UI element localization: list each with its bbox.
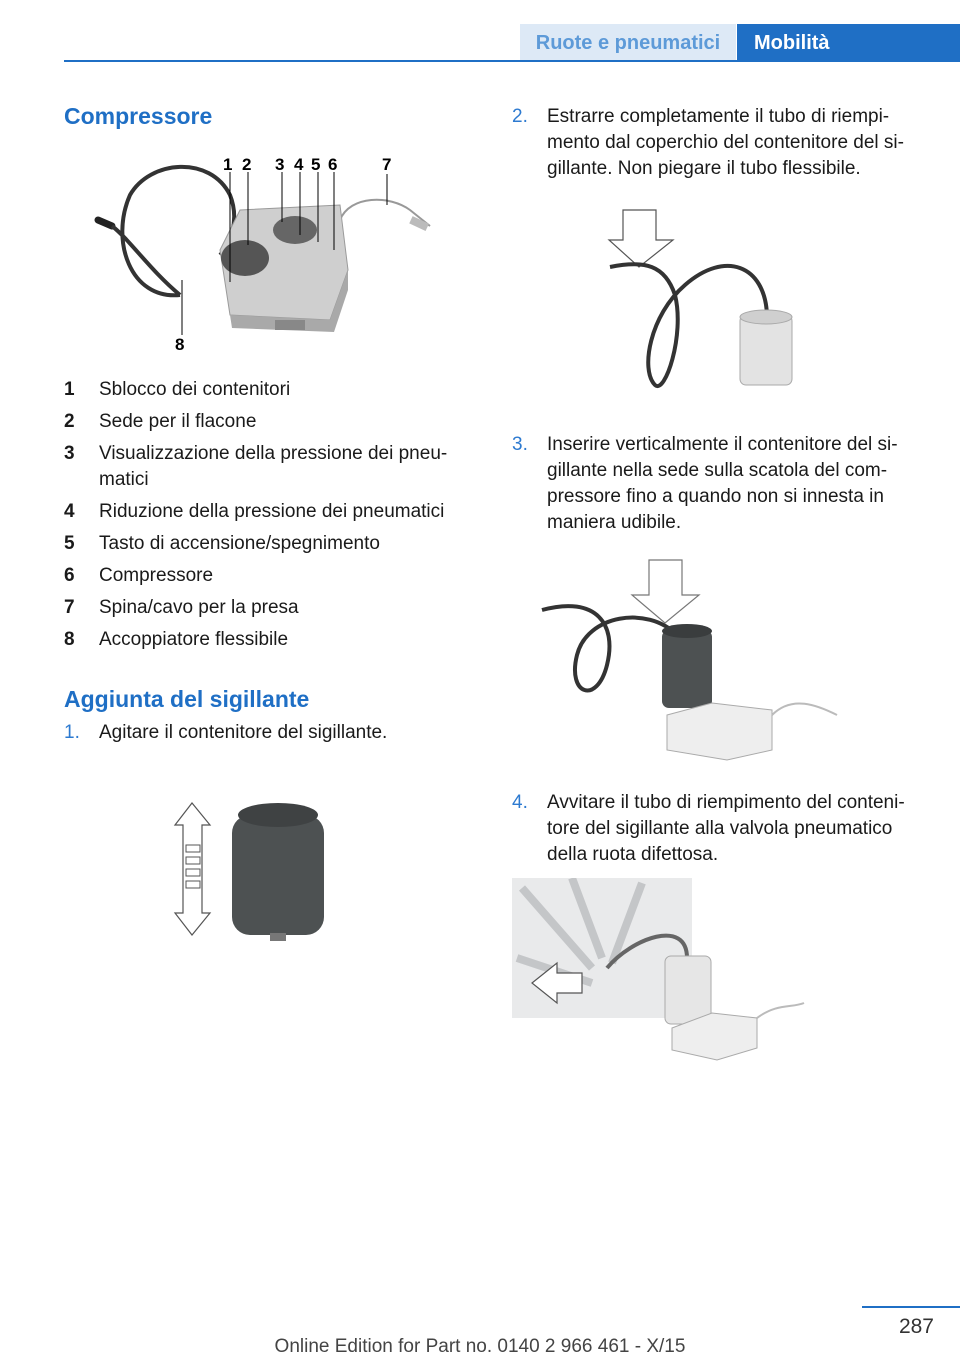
- legend-text: Accoppiatore flessibile: [99, 629, 289, 650]
- callout-7: 7: [382, 155, 391, 174]
- legend-number: 8: [64, 629, 75, 650]
- legend-number: 1: [64, 379, 75, 400]
- step-number: 1.: [64, 722, 80, 743]
- legend-text: Compressore: [99, 565, 214, 586]
- header-section-tab: Ruote e pneumatici: [520, 24, 736, 61]
- step-number: 4.: [512, 792, 528, 813]
- step-text: Inserire verticalmente il contenitore de…: [547, 434, 898, 533]
- legend-text: Visualizzazione della pressione dei pneu…: [99, 443, 448, 490]
- callout-1: 1: [223, 155, 232, 174]
- legend-number: 6: [64, 565, 75, 586]
- insert-bottle-figure: [541, 559, 838, 761]
- header-chapter-tab: Mobilità: [737, 24, 960, 61]
- callout-8: 8: [175, 335, 184, 354]
- step-text: Agitare il contenitore del sigillante.: [99, 722, 388, 743]
- legend-text: Sede per il flacone: [99, 411, 257, 432]
- shake-bottle-figure: [173, 802, 324, 941]
- extract-hose-figure: [607, 209, 793, 389]
- callout-4: 4: [294, 155, 304, 174]
- step-text: Estrarre completamente il tubo di riempi…: [547, 106, 904, 179]
- compressor-figure: 1 2 3 4 5 6 7 8: [94, 155, 431, 354]
- legend-number: 4: [64, 501, 75, 522]
- header-rule: [64, 60, 960, 62]
- legend-number: 3: [64, 443, 75, 464]
- callout-2: 2: [242, 155, 251, 174]
- page-number-rule: [862, 1306, 960, 1308]
- sealant-heading: Aggiunta del sigillante: [64, 686, 310, 712]
- callout-6: 6: [328, 155, 337, 174]
- footer-edition: Online Edition for Part no. 0140 2 966 4…: [274, 1336, 686, 1357]
- attach-valve-figure: [512, 878, 805, 1061]
- legend-text: Spina/cavo per la presa: [99, 597, 299, 618]
- compressor-heading: Compressore: [64, 103, 213, 129]
- legend-text: Sblocco dei contenitori: [99, 379, 291, 400]
- callout-3: 3: [275, 155, 284, 174]
- callout-5: 5: [311, 155, 320, 174]
- legend-text: Riduzione della pressione dei pneumatici: [99, 501, 445, 522]
- legend-number: 7: [64, 597, 75, 618]
- legend-number: 2: [64, 411, 75, 432]
- page-number: 287: [898, 1315, 934, 1338]
- step-number: 3.: [512, 434, 528, 455]
- legend-number: 5: [64, 533, 75, 554]
- legend-text: Tasto di accensione/spegnimento: [99, 533, 380, 554]
- step-text: Avvitare il tubo di riempimento del cont…: [547, 792, 905, 865]
- step-number: 2.: [512, 106, 528, 127]
